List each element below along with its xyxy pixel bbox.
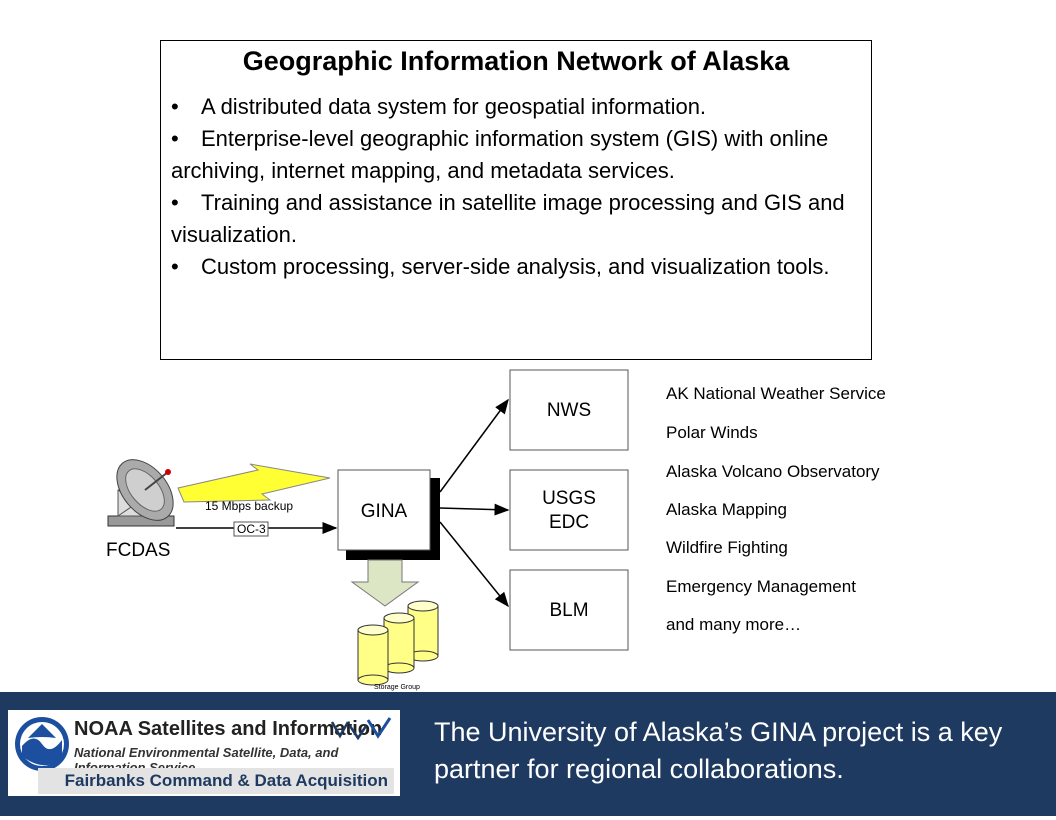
arrow-to-usgs [439,503,510,516]
blm-box [509,569,629,651]
arrow-to-nws [439,398,509,493]
down-arrow-icon [350,559,420,607]
usgs-box [509,469,629,551]
info-title: Geographic Information Network of Alaska [242,46,790,76]
noaa-logo-panel: NOAA Satellites and Information National… [8,710,400,816]
network-diagram: FCDAS 15 Mbps backup OC-3 GINA NWS USGS … [106,369,629,691]
bullet-text: Training and assistance in satellite ima… [171,189,845,247]
noaa-emblem-icon [15,717,69,771]
bullet-text: Custom processing, server-side analysis,… [201,253,830,279]
nws-box [509,369,629,451]
gina-box [337,469,431,551]
bullet-item: •Enterprise-level geographic information… [171,123,861,187]
service-item: Alaska Mapping [666,500,787,519]
storage-label: Storage Group [374,684,420,691]
bullet-marker: • [171,125,179,151]
arrow-to-blm [439,521,509,608]
info-box: Geographic Information Network of Alaska… [160,40,872,360]
usgs-label-line1: USGS [542,488,596,509]
gina-label: GINA [361,501,408,522]
service-item: Wildfire Fighting [666,538,788,557]
satellite-wave-icon [330,717,392,741]
bullet-item: • A distributed data system for geospatia… [171,91,861,123]
bullet-text: Enterprise-level geographic information … [171,125,829,183]
oc3-label: OC-3 [237,522,266,536]
backup-label: 15 Mbps backup [205,499,293,513]
service-item: AK National Weather Service [666,384,886,403]
bullet-marker: • [171,189,179,215]
footer-banner: NOAA Satellites and Information National… [0,692,1056,816]
oc3-label-box [233,521,269,537]
bullet-item: • Custom processing, server-side analysis… [171,251,861,283]
bullet-text: A distributed data system for geospatial… [201,93,707,119]
fcdas-label: FCDAS [106,540,170,561]
service-item: and many more… [666,615,802,634]
service-item: Emergency Management [666,577,856,596]
satellite-dish-icon [107,459,175,527]
nws-label: NWS [547,400,591,421]
bullet-marker: • [171,93,179,119]
footer-statement: The University of Alaska’s GINA project … [434,717,1003,784]
service-item: Alaska Volcano Observatory [666,462,880,481]
usgs-label-line2: EDC [549,512,589,533]
lightning-icon [177,463,331,503]
service-item: Polar Winds [666,423,758,442]
bullet-marker: • [171,253,179,279]
logo-station: Fairbanks Command & Data Acquisition Sta… [38,768,394,816]
storage-group-icon [357,600,439,686]
blm-label: BLM [549,600,588,621]
logo-title: NOAA Satellites and Information [74,718,383,740]
bullet-item: •Training and assistance in satellite im… [171,187,861,251]
